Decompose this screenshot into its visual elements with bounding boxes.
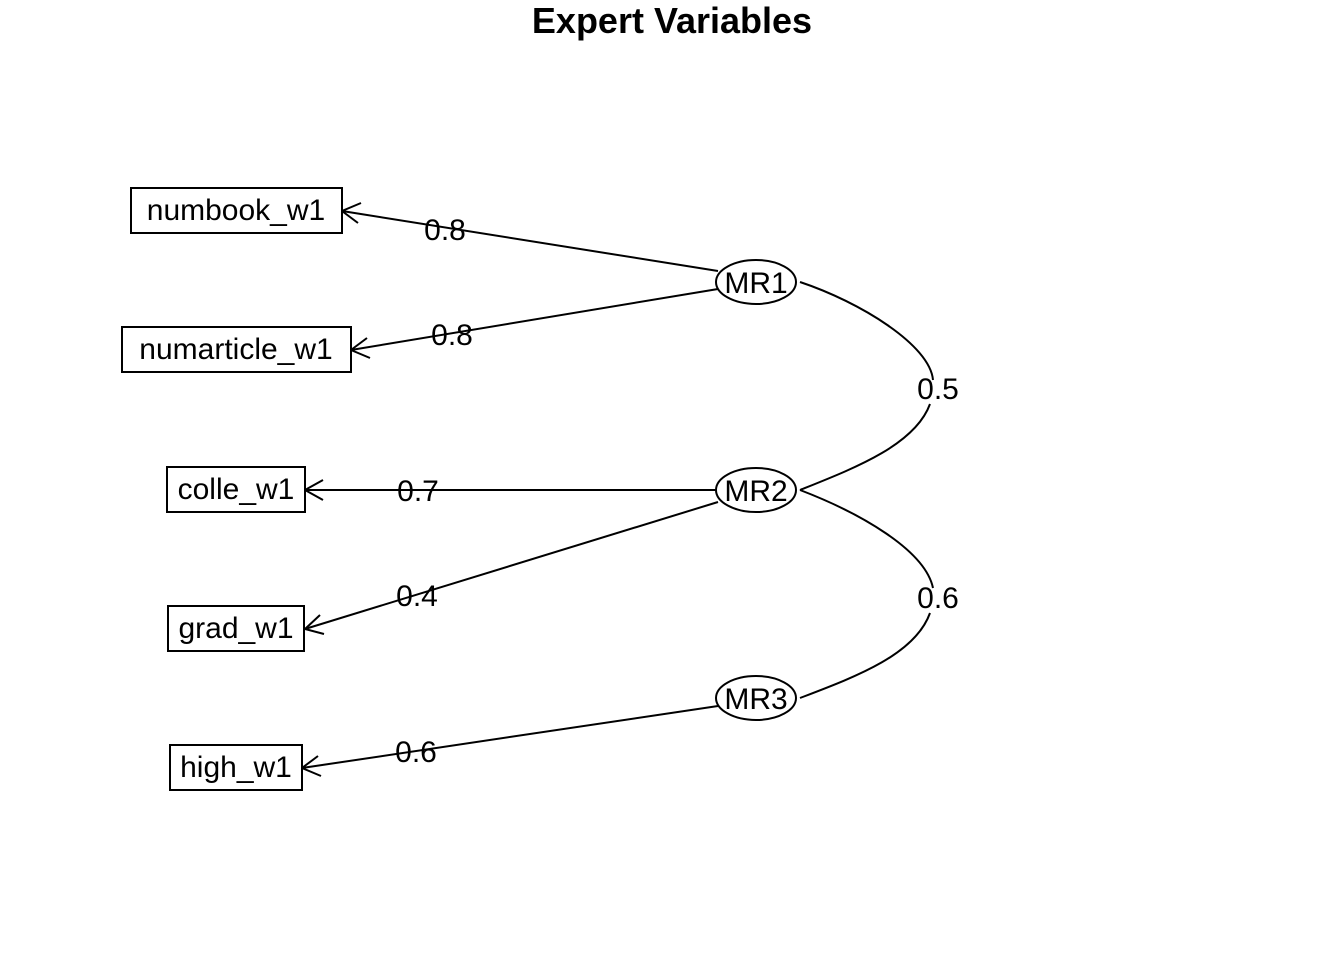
diagram-title: Expert Variables (532, 0, 812, 41)
variable-label-colle: colle_w1 (178, 473, 295, 506)
variable-node-colle: colle_w1 (166, 466, 306, 513)
loading-line-mr2-grad (304, 501, 719, 630)
variable-box-colle (166, 466, 306, 513)
loading-line-mr3-high (301, 705, 719, 769)
loading-label-numbook: 0.8 (424, 214, 466, 247)
correlation-label-mr2-mr3: 0.6 (917, 582, 959, 615)
factor-oval-mr2 (715, 467, 797, 513)
correlation-curve-mr1-mr2-upper (799, 281, 934, 381)
loading-label-grad: 0.4 (396, 580, 438, 613)
loading-label-high: 0.6 (395, 736, 437, 769)
variable-box-numbook (130, 187, 343, 234)
variable-label-numarticle: numarticle_w1 (139, 333, 332, 366)
loading-line-mr1-numarticle (350, 288, 719, 351)
factor-label-mr3: MR3 (724, 683, 787, 716)
factor-oval-mr3 (715, 675, 797, 721)
variable-box-high (169, 744, 303, 791)
correlation-curve-mr1-mr2-lower (799, 403, 931, 491)
correlation-curve-mr2-mr3-upper (799, 489, 934, 589)
variable-box-grad (167, 605, 305, 652)
factor-node-mr2: MR2 (715, 467, 797, 513)
correlation-curve-mr2-mr3-lower (799, 612, 931, 699)
variable-node-numarticle: numarticle_w1 (121, 326, 352, 373)
factor-oval-mr1 (715, 259, 797, 305)
variable-box-numarticle (121, 326, 352, 373)
factor-label-mr1: MR1 (724, 267, 787, 300)
variable-node-numbook: numbook_w1 (130, 187, 343, 234)
loading-line-mr1-numbook (341, 210, 719, 272)
variable-label-numbook: numbook_w1 (147, 194, 325, 227)
loading-label-numarticle: 0.8 (431, 319, 473, 352)
correlation-label-mr1-mr2: 0.5 (917, 373, 959, 406)
factor-label-mr2: MR2 (724, 475, 787, 508)
loading-label-colle: 0.7 (397, 475, 439, 508)
variable-node-grad: grad_w1 (167, 605, 305, 652)
variable-node-high: high_w1 (169, 744, 303, 791)
factor-node-mr1: MR1 (715, 259, 797, 305)
factor-node-mr3: MR3 (715, 675, 797, 721)
variable-label-high: high_w1 (180, 751, 292, 784)
variable-label-grad: grad_w1 (178, 612, 293, 645)
